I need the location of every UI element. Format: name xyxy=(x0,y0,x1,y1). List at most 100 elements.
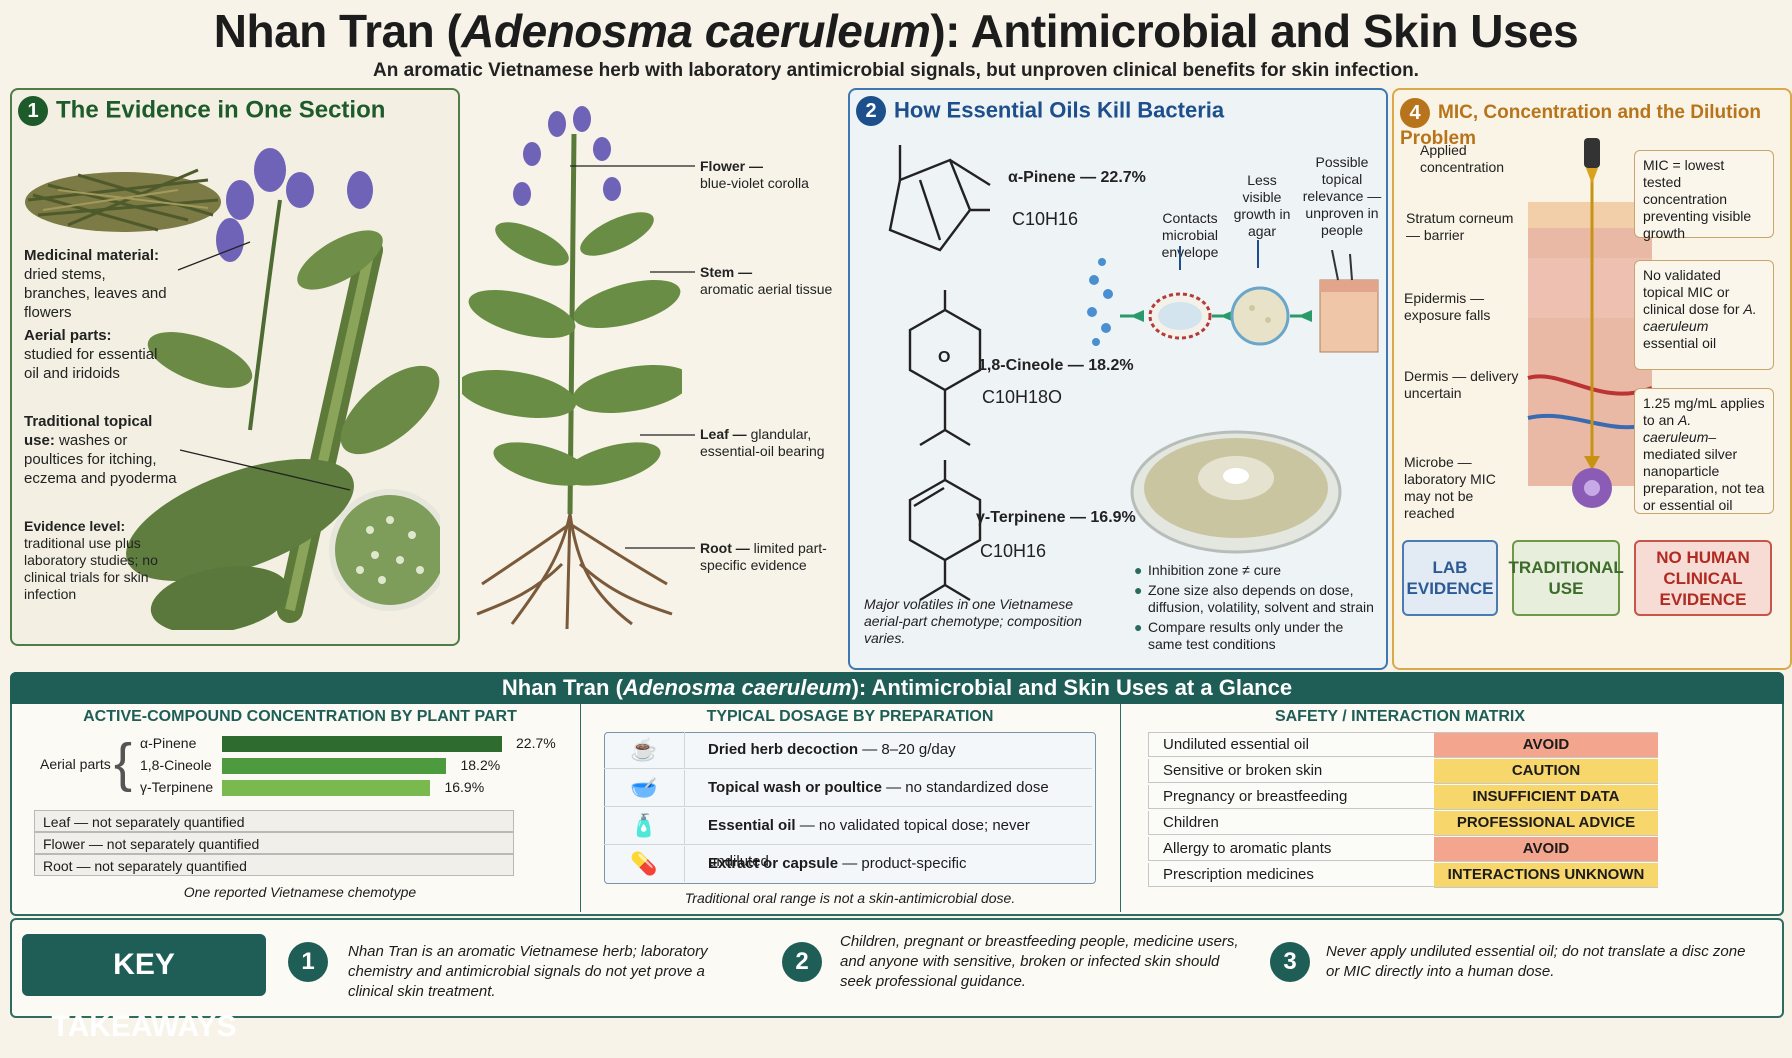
key-takeaways-section xyxy=(10,918,1784,1018)
bar xyxy=(222,736,502,752)
dermis-label: Dermis — delivery uncertain xyxy=(1404,368,1519,401)
petri-dish-illustration xyxy=(1130,430,1342,554)
no-validated-dose-box: No validated topical MIC or clinical dos… xyxy=(1634,260,1774,370)
traditional-use-label: Traditional topical use: washes or poult… xyxy=(24,413,177,487)
cineole-formula: C10H18O xyxy=(982,387,1063,407)
bullet-item: ●Inhibition zone ≠ cure xyxy=(1134,562,1281,578)
step-growth-label: Less visible growth in agar xyxy=(1233,172,1291,239)
safety-rating: AVOID xyxy=(1434,733,1658,758)
safety-item: Children xyxy=(1148,811,1434,835)
leaf-quantified-row: Leaf — not separately quantified xyxy=(34,810,514,832)
safety-table-top xyxy=(1148,732,1658,733)
safety-rating: CAUTION xyxy=(1434,759,1658,784)
takeaway-text: Never apply undiluted essential oil; do … xyxy=(1326,943,1746,980)
safety-title: SAFETY / INTERACTION MATRIX xyxy=(1274,708,1526,725)
step-relevance-label: Possible topical relevance — unproven in… xyxy=(1302,154,1382,238)
cineole-label: 1,8-Cineole — 18.2% xyxy=(978,357,1134,374)
nanoparticle-box: 1.25 mg/mL applies to an A. caeruleum– m… xyxy=(1634,388,1774,514)
takeaway-number: 2 xyxy=(782,942,822,982)
dosage-row: ☕Dried herb decoction — 8–20 g/day xyxy=(604,732,1092,769)
safety-item: Sensitive or broken skin xyxy=(1148,759,1434,783)
safety-rating: INSUFFICIENT DATA xyxy=(1434,785,1658,810)
glance-divider xyxy=(1120,704,1121,912)
root-quantified-row: Root — not separately quantified xyxy=(34,854,514,876)
bar-value-label: 22.7% xyxy=(516,735,556,751)
oil-bottle-icon: 🧴 xyxy=(604,808,685,844)
dosage-row: 🥣Topical wash or poultice — no standardi… xyxy=(604,770,1092,807)
flower-quantified-row: Flower — not separately quantified xyxy=(34,832,514,854)
bullet-item: ●Compare results only under the same tes… xyxy=(1134,619,1344,652)
bowl-icon: 🥣 xyxy=(604,770,685,806)
safety-rating: INTERACTIONS UNKNOWN xyxy=(1434,863,1658,888)
dosage-note: Traditional oral range is not a skin-ant… xyxy=(684,890,1016,906)
applied-concentration-label: Applied concentration xyxy=(1420,142,1505,175)
bar-category-label: α-Pinene xyxy=(140,735,197,751)
whole-plant-illustration xyxy=(462,106,682,630)
bar-value-label: 18.2% xyxy=(460,757,501,773)
takeaway-text: Children, pregnant or breastfeeding peop… xyxy=(840,933,1239,990)
step-arrows xyxy=(1179,240,1259,270)
capsule-icon: 💊 xyxy=(604,846,685,882)
key-takeaways-label: KEY TAKEAWAYS xyxy=(22,934,266,1043)
cup-icon: ☕ xyxy=(604,732,685,768)
no-clinical-evidence-badge: NO HUMAN CLINICAL EVIDENCE xyxy=(1634,540,1772,616)
group-brace: { xyxy=(114,733,133,793)
dosage-title: TYPICAL DOSAGE BY PREPARATION xyxy=(706,708,994,725)
glance-title: Nhan Tran (Adenosma caeruleum): Antimicr… xyxy=(10,672,1784,704)
leaf-label: Leaf — glandular, essential-oil bearing xyxy=(700,426,825,459)
molecule-structures: O xyxy=(888,145,991,602)
terpinene-label: γ-Terpinene — 16.9% xyxy=(976,509,1136,526)
medicinal-material-label: Medicinal material: dried stems, branche… xyxy=(24,247,167,321)
aerial-parts-label: Aerial parts: studied for essential oil … xyxy=(24,327,158,382)
safety-item: Pregnancy or breastfeeding xyxy=(1148,785,1434,809)
microbe-label: Microbe — laboratory MIC may not be reac… xyxy=(1404,454,1496,521)
takeaway-number: 3 xyxy=(1270,942,1310,982)
alpha-pinene-label: α-Pinene — 22.7% xyxy=(1008,169,1146,186)
stem-label: Stem —aromatic aerial tissue xyxy=(700,264,833,297)
bar xyxy=(222,758,447,774)
terpinene-formula: C10H16 xyxy=(980,541,1047,561)
flower-label: Flower —blue-violet corolla xyxy=(700,158,809,191)
label-leader-lines xyxy=(177,165,695,549)
safety-item: Undiluted essential oil xyxy=(1148,733,1434,757)
svg-text:O: O xyxy=(938,349,950,366)
bullet-item: ●Zone size also depends on dose, diffusi… xyxy=(1134,582,1374,615)
composition-note: Major volatiles in one Vietnamese aerial… xyxy=(864,596,1082,646)
concentration-title: ACTIVE-COMPOUND CONCENTRATION BY PLANT P… xyxy=(83,708,517,725)
skin-cross-section xyxy=(1527,138,1653,508)
mic-definition-box: MIC = lowest tested concentration preven… xyxy=(1634,150,1774,241)
safety-item: Allergy to aromatic plants xyxy=(1148,837,1434,861)
traditional-use-badge: TRADITIONAL USE xyxy=(1509,540,1624,616)
aerial-parts-group-label: Aerial parts xyxy=(40,756,111,772)
dosage-row: 💊Extract or capsule — product-specific xyxy=(604,846,1092,882)
bar-value-label: 16.9% xyxy=(444,779,485,795)
dosage-table xyxy=(604,732,1096,884)
mechanism-panel xyxy=(848,88,1388,670)
epidermis-label: Epidermis — exposure falls xyxy=(1404,290,1491,323)
stratum-label: Stratum corneum— barrier xyxy=(1406,210,1514,243)
page-title: Nhan Tran (Adenosma caeruleum): Antimicr… xyxy=(213,5,1579,57)
lab-evidence-badge: LAB EVIDENCE xyxy=(1402,540,1498,616)
evidence-level-label: Evidence level: traditional use plus lab… xyxy=(24,518,158,602)
bar-category-label: γ-Terpinene xyxy=(140,779,214,795)
bar xyxy=(222,780,431,796)
takeaway-number: 1 xyxy=(288,942,328,982)
safety-item: Prescription medicines xyxy=(1148,863,1434,887)
safety-rating: AVOID xyxy=(1434,837,1658,862)
safety-rating: PROFESSIONAL ADVICE xyxy=(1434,811,1658,836)
bar-category-label: 1,8-Cineole xyxy=(140,757,212,773)
dish-bullets: ●Inhibition zone ≠ cure ●Zone size also … xyxy=(1134,562,1374,653)
mechanism-illustration xyxy=(1087,250,1379,353)
plant-closeup-illustration xyxy=(126,148,440,630)
glance-divider xyxy=(580,704,581,912)
takeaway-text: Nhan Tran is an aromatic Vietnamese herb… xyxy=(348,943,708,1000)
